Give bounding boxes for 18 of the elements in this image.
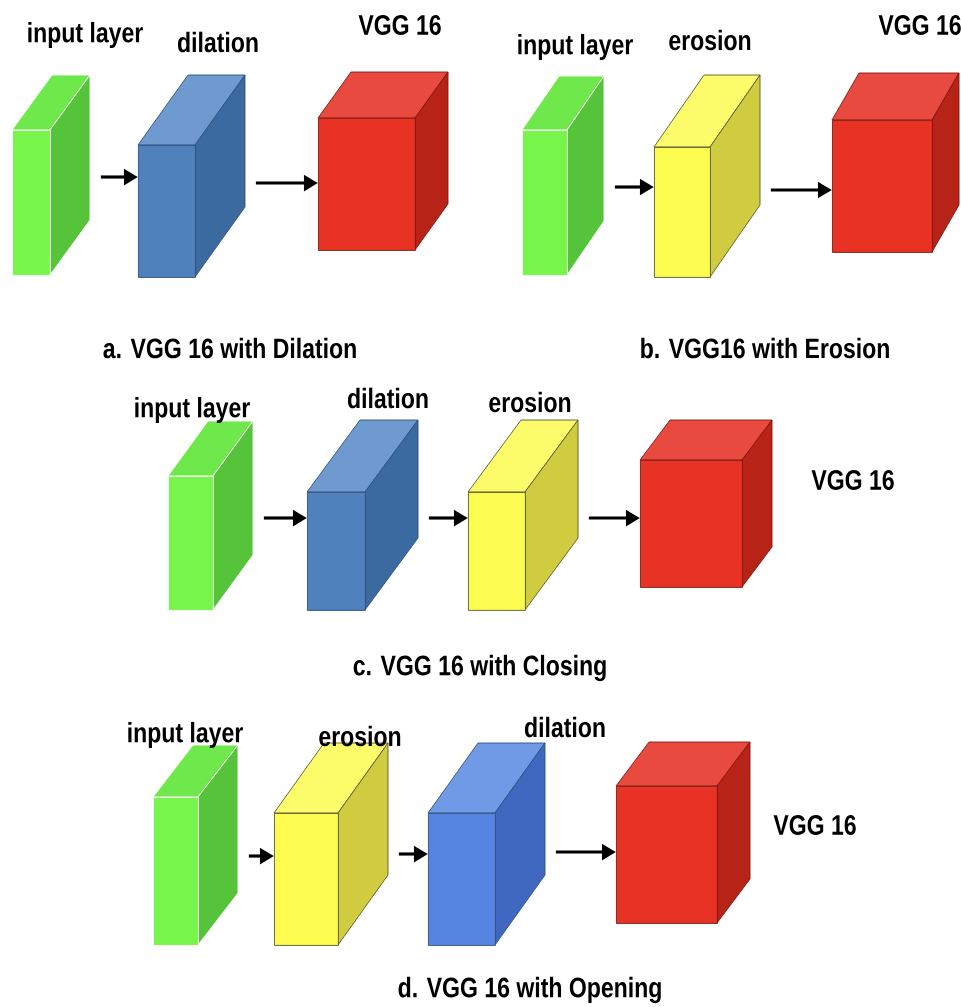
panel-caption: b. VGG16 with Erosion [641, 337, 889, 359]
layer-label: erosion [669, 29, 751, 51]
panel-caption: c. VGG 16 with Closing [353, 654, 606, 682]
layer-label: VGG 16 [878, 15, 961, 35]
layer-label: dilation [347, 387, 428, 409]
layer-label: dilation [524, 716, 605, 738]
layer-label: VGG 16 [773, 815, 856, 835]
layer-label: input layer [28, 21, 143, 49]
layer-label: input layer [518, 33, 633, 61]
layer-label: input layer [128, 721, 243, 749]
layer-label: input layer [135, 396, 250, 424]
layer-label: dilation [177, 31, 258, 53]
panel-caption: d. VGG 16 with Opening [398, 976, 661, 1004]
layer-label: VGG 16 [358, 15, 441, 35]
layer-label: VGG 16 [811, 470, 894, 490]
panel-caption: a. VGG 16 with Dilation [103, 337, 356, 359]
layer-label: erosion [319, 725, 401, 747]
layer-label: erosion [489, 391, 571, 413]
